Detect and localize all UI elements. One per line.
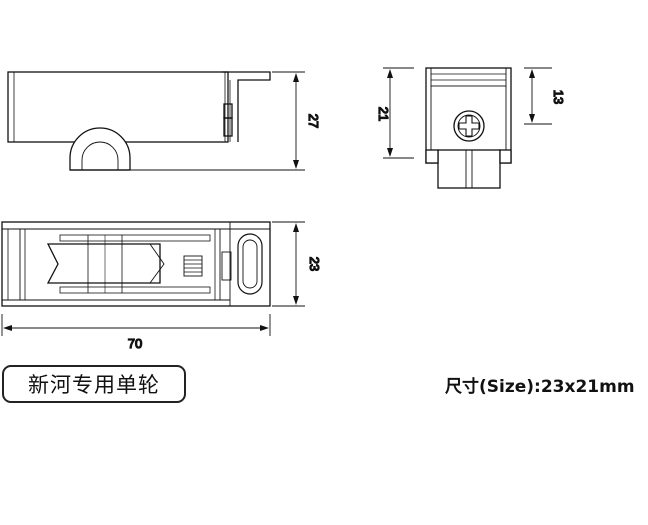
dim-side-height: 27 (306, 114, 321, 128)
screw-icon (453, 110, 485, 142)
dim-top-width: 23 (307, 257, 322, 271)
dim-front-top-offset: 13 (551, 90, 566, 104)
size-label: 尺寸(Size):23x21mm (445, 377, 635, 397)
side-view (7, 71, 305, 171)
dim-overall-length: 70 (128, 336, 142, 351)
wheel-icon (69, 127, 131, 171)
top-view (1, 221, 305, 336)
product-name-badge: 新河专用单轮 (2, 365, 186, 403)
front-view (383, 67, 552, 189)
dim-front-height: 21 (376, 107, 391, 121)
